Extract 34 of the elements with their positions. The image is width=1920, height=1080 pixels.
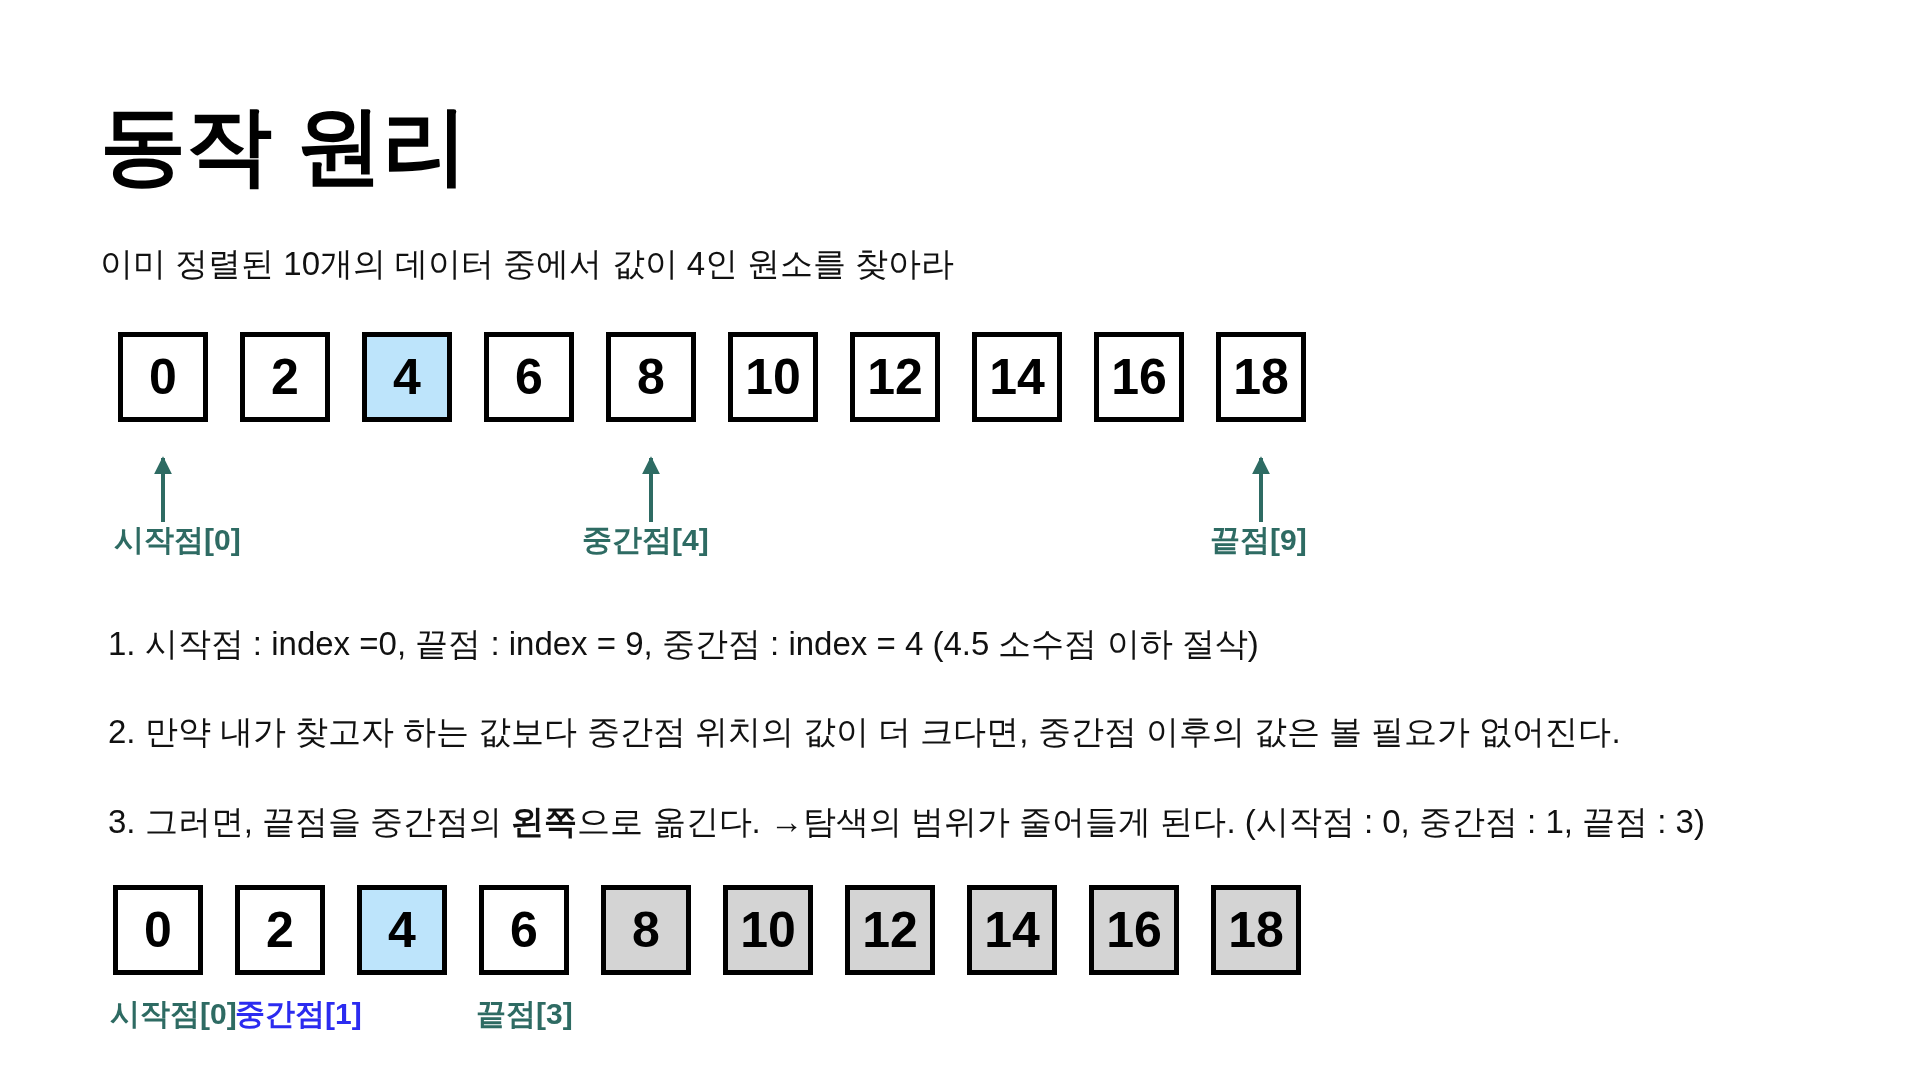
- array-cell: 12: [850, 332, 940, 422]
- step-text: 2. 만약 내가 찾고자 하는 값보다 중간점 위치의 값이 더 크다면, 중간점 이후의 값은 볼 필요가 없어진다.: [108, 712, 1621, 752]
- array-cell: 10: [728, 332, 818, 422]
- pointer-label: 끝점[9]: [1210, 520, 1307, 561]
- arrow: [154, 456, 172, 522]
- array-cell: 0: [113, 885, 203, 975]
- array-cell: 0: [118, 332, 208, 422]
- array-cell: 4: [357, 885, 447, 975]
- subtitle: 이미 정렬된 10개의 데이터 중에서 값이 4인 원소를 찾아라: [100, 244, 955, 284]
- array-cell: 12: [845, 885, 935, 975]
- arrow: [1252, 456, 1270, 522]
- array-cell: 10: [723, 885, 813, 975]
- pointer-label: 시작점[0]: [114, 520, 241, 561]
- array-cell: 4: [362, 332, 452, 422]
- array-cell: 2: [240, 332, 330, 422]
- array-cell: 2: [235, 885, 325, 975]
- array-cell: 14: [967, 885, 1057, 975]
- array-cell: 8: [601, 885, 691, 975]
- array-cell: 16: [1094, 332, 1184, 422]
- pointer-label: 시작점[0]: [110, 996, 237, 1032]
- step-text: 1. 시작점 : index =0, 끝점 : index = 9, 중간점 : index = 4 (4.5 소수점 이하 절삭): [108, 624, 1259, 664]
- step-text: 3. 그러면, 끝점을 중간점의 왼쪽으로 옮긴다. →탐색의 범위가 줄어들게 된다. (시작점 : 0, 중간점 : 1, 끝점 : 3): [108, 802, 1705, 842]
- array-cell: 6: [479, 885, 569, 975]
- pointer-label: 중간점[1]: [235, 996, 362, 1032]
- array-cell: 18: [1216, 332, 1306, 422]
- array-cell: 8: [606, 332, 696, 422]
- array-cell: 18: [1211, 885, 1301, 975]
- slide-title: 동작 원리: [100, 96, 468, 195]
- arrow: [642, 456, 660, 522]
- array-cell: 14: [972, 332, 1062, 422]
- pointer-label: 끝점[3]: [476, 996, 573, 1032]
- array-cell: 6: [484, 332, 574, 422]
- array-cell: 16: [1089, 885, 1179, 975]
- pointer-label: 중간점[4]: [582, 520, 709, 561]
